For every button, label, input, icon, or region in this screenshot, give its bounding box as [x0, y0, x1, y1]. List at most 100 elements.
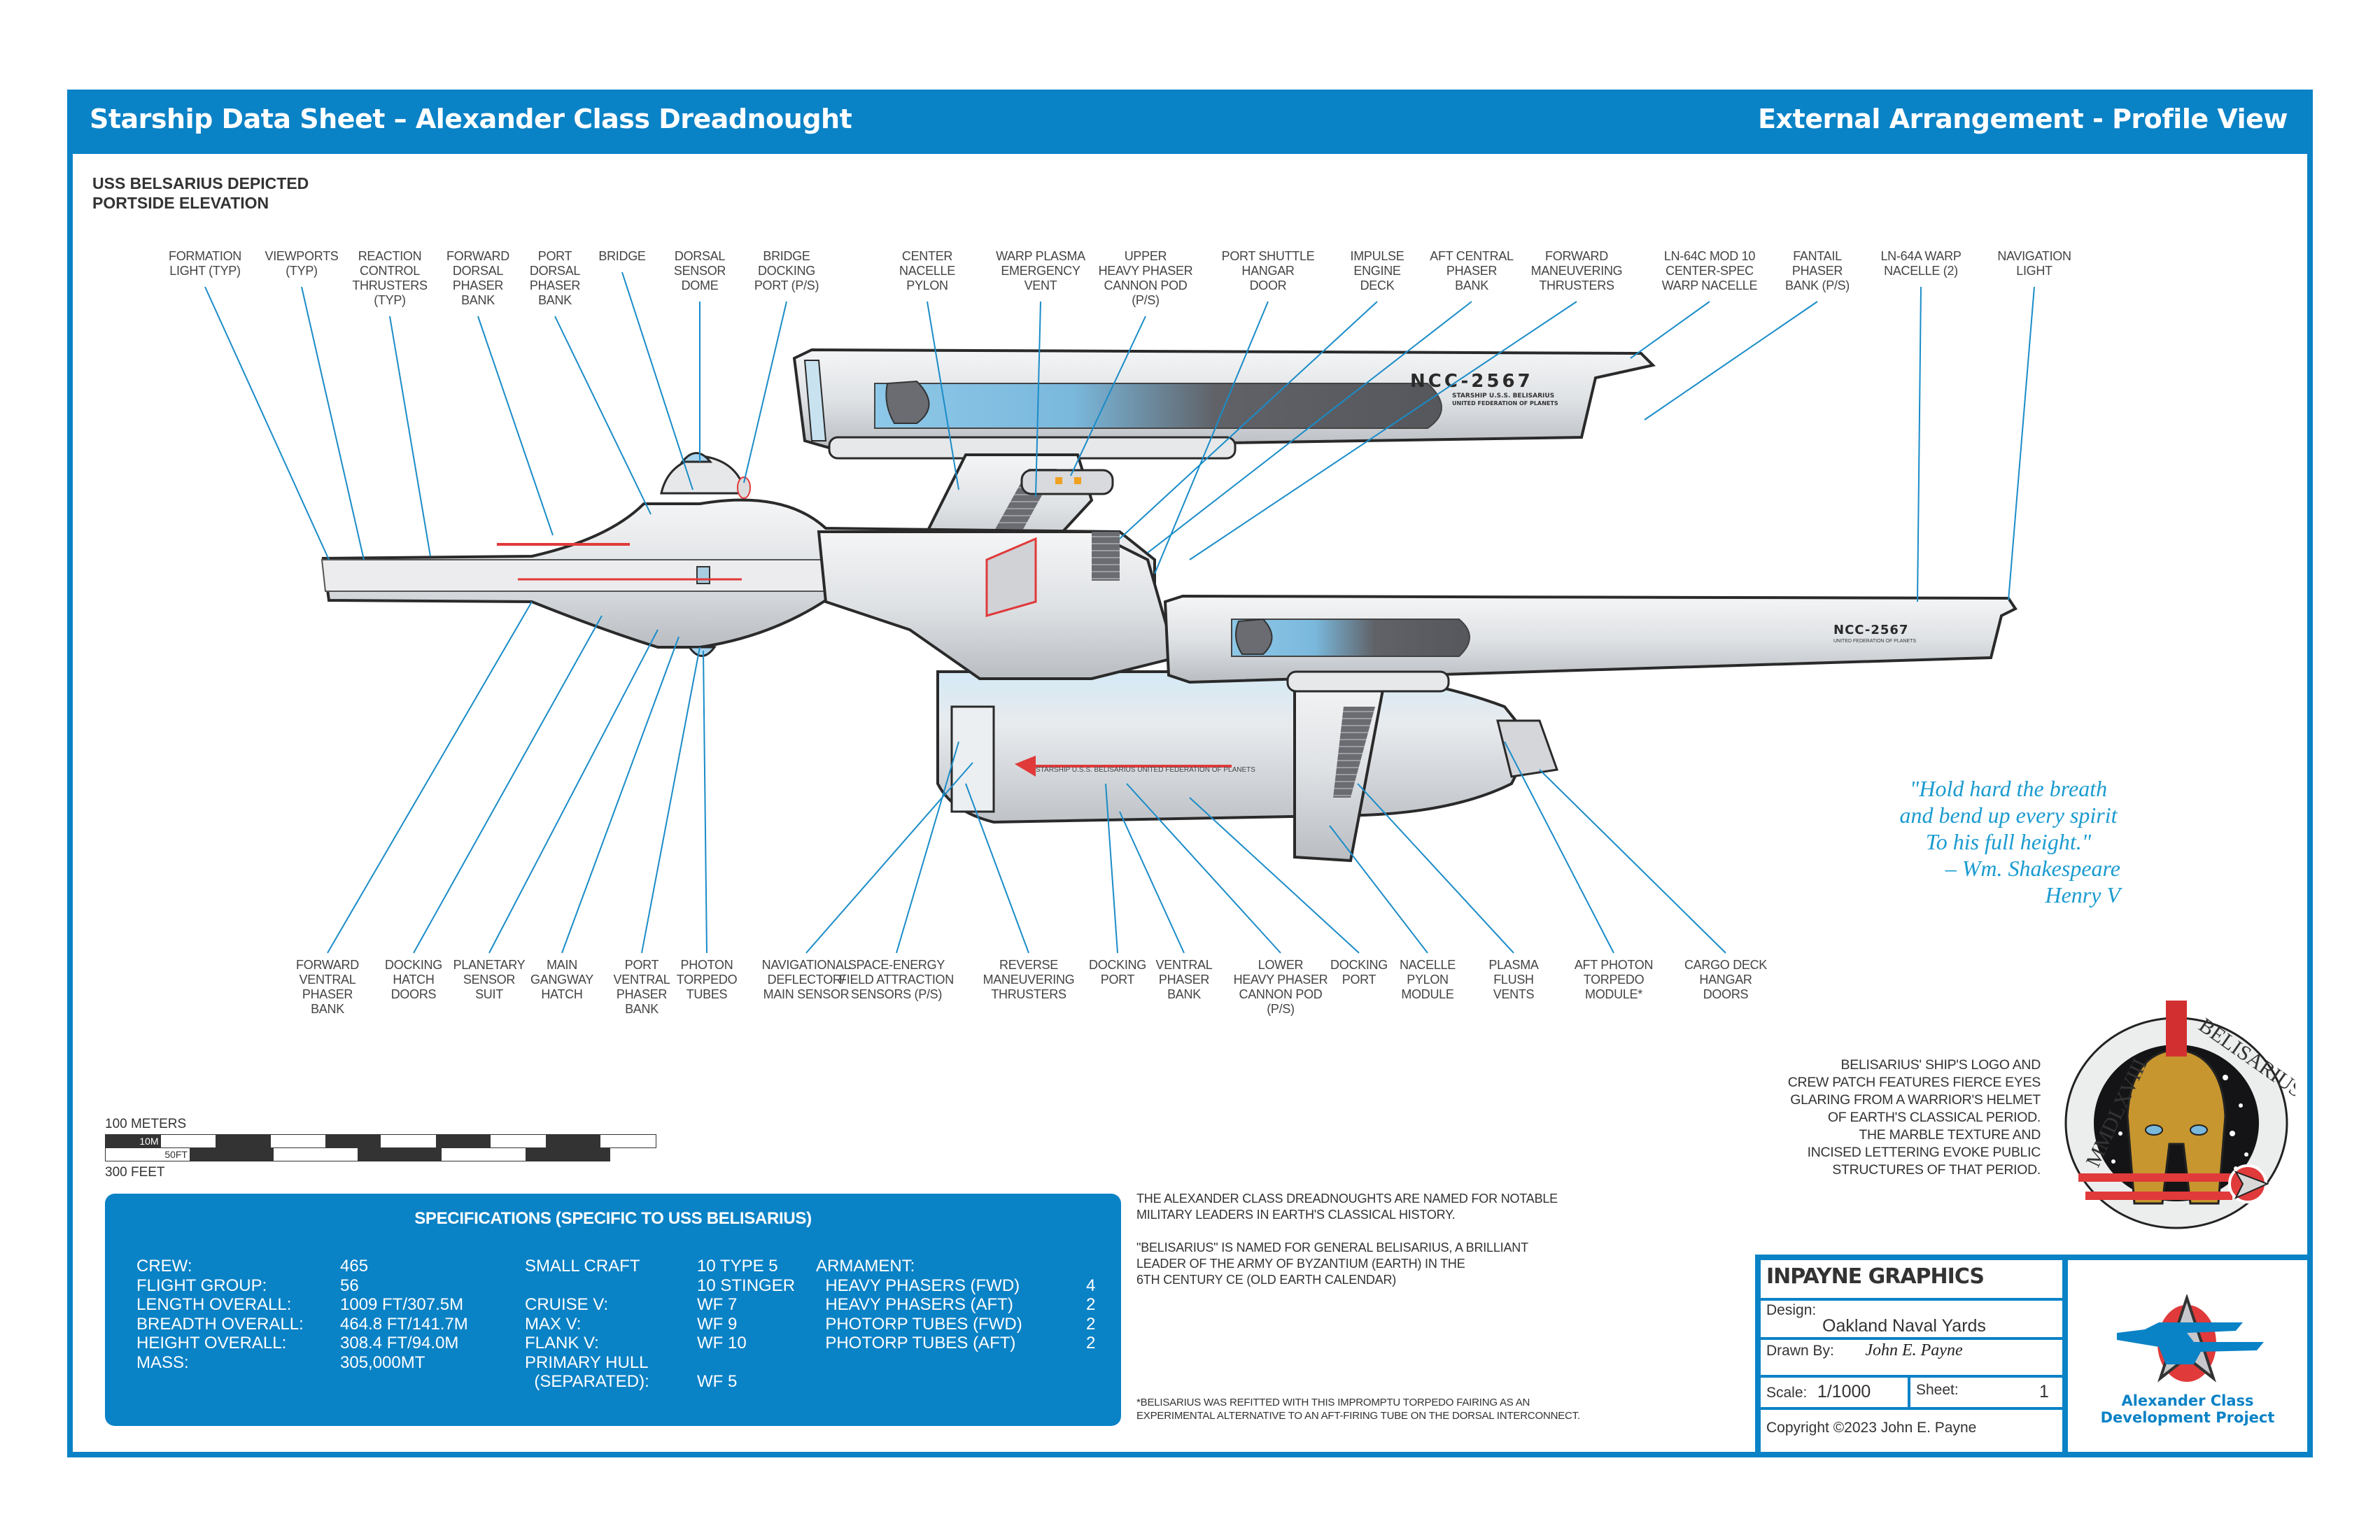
view-title: External Arrangement - Profile View [1758, 104, 2288, 134]
callout-label-bottom: PLANETARY SENSOR SUIT [453, 958, 526, 1001]
callout-leader-line [389, 316, 431, 557]
callout-label-top: FORWARD DORSAL PHASER BANK [446, 249, 509, 307]
quote-line: – Wm. Shakespeare [1945, 856, 2120, 881]
callout-leader-line [554, 316, 652, 515]
callout-label-bottom: PHOTON TORPEDO TUBES [676, 958, 738, 1001]
quote-line: and bend up every spirit [1899, 803, 2118, 828]
scale-segment [545, 1135, 601, 1147]
callout-label-bottom: PLASMA FLUSH VENTS [1488, 958, 1539, 1001]
callout-leader-line [1189, 301, 1577, 560]
belisarius-crest: MMDLXVIII BELISARIUS [2064, 1001, 2295, 1229]
ventral-sensor-dome [687, 646, 717, 657]
callout-label-top: WARP PLASMA EMERGENCY VENT [996, 249, 1085, 292]
sheet-title: Starship Data Sheet – Alexander Class Dr… [90, 104, 852, 134]
scale-segment [600, 1135, 656, 1147]
title-block-scale-cell: Scale: 1/1000 Sheet: 1 [1761, 1378, 2062, 1410]
upper-nacelle-ufp: UNITED FEDERATION OF PLANETS [1452, 400, 1558, 407]
scale-label: Scale: [1766, 1385, 1808, 1401]
crest-eye-left [2145, 1124, 2163, 1136]
copyright: Copyright ©2023 John E. Payne [1766, 1420, 1977, 1436]
callout-leader-line [1189, 797, 1360, 954]
spec-general-labels: CREW: FLIGHT GROUP: LENGTH OVERALL: BREA… [136, 1257, 304, 1372]
callout-leader-line [1105, 783, 1118, 954]
callout-leader-line [477, 316, 554, 536]
callout-label-top: LN-64C MOD 10 CENTER-SPEC WARP NACELLE [1661, 249, 1758, 292]
callout-leader-line [1126, 783, 1281, 954]
scale-segment [380, 1135, 436, 1147]
scale-bar-imperial: 50FT [105, 1147, 610, 1161]
callout-lines [204, 271, 2035, 954]
callout-leader-line [1070, 316, 1146, 476]
crest-eye-right [2190, 1124, 2208, 1136]
secondary-hull-name: STARSHIP U.S.S. BELISARIUS UNITED FEDERA… [1036, 766, 1255, 774]
scale-segment [216, 1135, 271, 1147]
callout-leader-line [703, 650, 707, 954]
depicted-line-2: PORTSIDE ELEVATION [92, 194, 269, 212]
lower-nacelle: NCC-2567 UNITED FEDERATION OF PLANETS [1163, 594, 2018, 693]
sheet-label: Sheet: [1916, 1382, 1959, 1398]
scale-segment [358, 1148, 442, 1161]
spec-general-values: 465 56 1009 FT/307.5M 464.8 FT/141.7M 30… [340, 1257, 468, 1372]
design-label: Design: [1766, 1302, 1817, 1318]
naming-note: THE ALEXANDER CLASS DREADNOUGHTS ARE NAM… [1136, 1192, 1558, 1222]
scale-segment [435, 1135, 491, 1147]
callout-leader-line [641, 647, 700, 954]
callout-leader-line [1917, 286, 1922, 602]
hull-insignia [1015, 756, 1036, 777]
callout-leader-line [621, 271, 693, 490]
callout-label-top: PORT DORSAL PHASER BANK [529, 249, 581, 307]
callout-label-top: FANTAIL PHASER BANK (P/S) [1784, 249, 1850, 292]
callout-label-bottom: SPACE-ENERGY FIELD ATTRACTION SENSORS (P… [839, 958, 954, 1001]
callout-leader-line [743, 301, 787, 483]
depicted-caption: USS BELSARIUS DEPICTED PORTSIDE ELEVATIO… [92, 174, 309, 213]
callout-label-top: BRIDGE [598, 249, 646, 263]
callout-leader-line [927, 301, 959, 490]
callout-label-top: UPPER HEAVY PHASER CANNON POD (P/S) [1098, 249, 1193, 307]
navigational-deflector-housing [950, 705, 995, 813]
scale-segment [442, 1148, 526, 1161]
upper-center-nacelle: NCC-2567 STARSHIP U.S.S. BELISARIUS UNIT… [792, 348, 1656, 460]
callout-leader-line [301, 286, 365, 560]
scale-segment [270, 1135, 326, 1147]
patch-description: BELISARIUS' SHIP'S LOGO AND CREW PATCH F… [1787, 1057, 2041, 1178]
quote-line: "Hold hard the breath [1909, 776, 2108, 801]
depicted-line-1: USS BELSARIUS DEPICTED [92, 174, 309, 192]
scale-sheet-divider [1908, 1378, 1910, 1407]
title-block-drawn-cell: Drawn By: John E. Payne [1761, 1340, 2062, 1378]
title-block-company-cell: INPAYNE GRAPHICS [1761, 1260, 2062, 1301]
callout-leader-line [1539, 769, 1726, 954]
callout-leader-line [896, 741, 959, 954]
callout-label-top: IMPULSE ENGINE DECK [1350, 249, 1404, 292]
title-block-divider [2062, 1260, 2068, 1452]
bridge-docking-port [737, 476, 751, 499]
upper-phaser-cannon-pod [1020, 469, 1114, 495]
upper-nacelle-name: STARSHIP U.S.S. BELISARIUS [1452, 393, 1554, 400]
quote-line: To his full height." [1925, 829, 2092, 854]
callout-label-top: LN-64A WARP NACELLE (2) [1880, 249, 1962, 278]
dorsal-sensor-dome [680, 452, 713, 463]
callout-leader-line [327, 601, 533, 954]
callout-label-bottom: CARGO DECK HANGAR DOORS [1684, 958, 1768, 1001]
neck-red-panel [985, 537, 1037, 617]
scale-segment [190, 1148, 274, 1161]
callout-label-top: FORMATION LIGHT (TYP) [169, 249, 241, 278]
callout-leader-line [1329, 825, 1428, 954]
scale-segment [491, 1135, 546, 1147]
crest-plume [2166, 1001, 2187, 1057]
scale-value: 1/1000 [1817, 1382, 1871, 1401]
scale-segment [526, 1148, 610, 1161]
lower-nacelle-registry: NCC-2567 [1833, 623, 1908, 637]
callout-label-bottom: LOWER HEAVY PHASER CANNON POD (P/S) [1233, 958, 1328, 1016]
callout-label-top: NAVIGATION LIGHT [1997, 249, 2071, 278]
scale-metric-label: 100 METERS [105, 1117, 187, 1131]
callout-leader-line [1630, 301, 1710, 359]
callout-label-bottom: NAVIGATIONAL DEFLECTOR/ MAIN SENSOR [761, 958, 851, 1001]
callout-leader-line [1644, 301, 1818, 421]
secondary-hull: STARSHIP U.S.S. BELISARIUS UNITED FEDERA… [936, 670, 1535, 824]
design-value: Oakland Naval Yards [1822, 1316, 1986, 1336]
spec-performance-values: 10 TYPE 5 10 STINGER WF 7 WF 9 WF 10 WF … [697, 1257, 796, 1391]
callout-label-bottom: VENTRAL PHASER BANK [1155, 958, 1213, 1001]
signature: John E. Payne [1865, 1341, 1963, 1359]
callout-label-top: BRIDGE DOCKING PORT (P/S) [754, 249, 819, 292]
